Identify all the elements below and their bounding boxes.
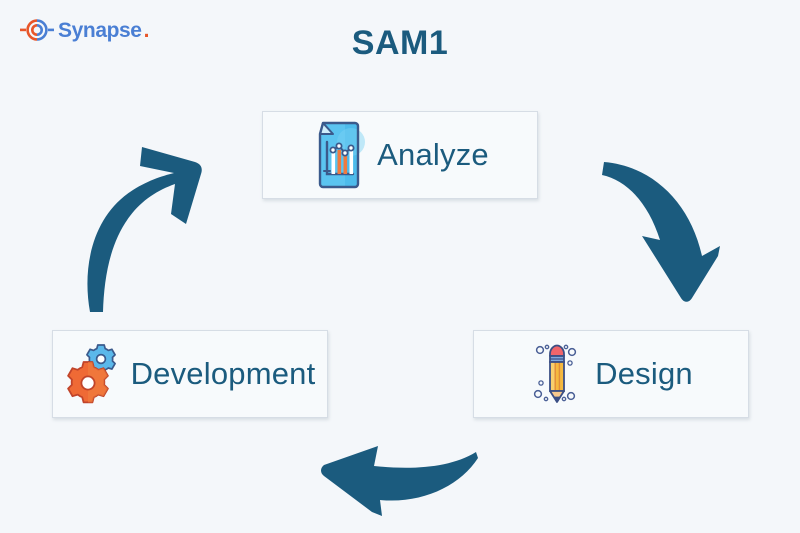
- gears-icon: [66, 344, 116, 404]
- stage-label-development: Development: [130, 356, 316, 391]
- stage-card-analyze[interactable]: Analyze: [262, 111, 538, 199]
- curved-arrow-left-icon: [321, 446, 478, 516]
- page-title: SAM1: [351, 24, 449, 62]
- document-chart-icon: [318, 121, 366, 189]
- brand-name: Synapse: [58, 18, 142, 42]
- stage-card-development[interactable]: Development: [52, 330, 328, 418]
- synapse-circle-logo-icon: [20, 19, 54, 41]
- stage-label-analyze: Analyze: [377, 137, 489, 172]
- stage-card-design[interactable]: Design: [473, 330, 749, 418]
- stage-label-design: Design: [595, 356, 693, 391]
- brand-trailing-dot: .: [143, 18, 150, 42]
- curved-arrow-up-right-icon: [87, 147, 202, 312]
- pencil-icon: [533, 344, 577, 403]
- brand-logo: Synapse .: [20, 15, 149, 45]
- curved-arrow-down-icon: [602, 162, 720, 302]
